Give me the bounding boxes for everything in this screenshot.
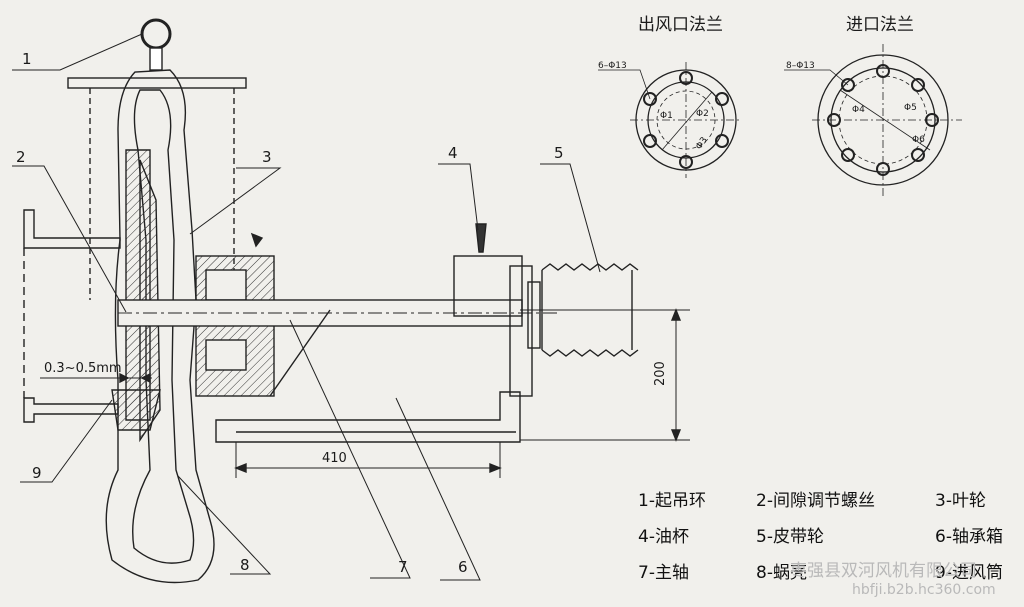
callout-4: 4	[448, 144, 458, 162]
inlet-flange	[784, 44, 962, 196]
callout-6: 6	[458, 558, 468, 576]
inlet-dim-4: Φ4	[852, 105, 865, 115]
legend-item-1: 1-起吊环	[638, 491, 706, 511]
length-dimension: 410	[322, 451, 347, 466]
legend-item-8: 8-蜗壳	[756, 563, 807, 583]
legend-item-4: 4-油杯	[638, 527, 689, 547]
legend-item-7: 7-主轴	[638, 563, 689, 583]
callout-3: 3	[262, 148, 272, 166]
outlet-flange-title: 出风口法兰	[638, 15, 723, 35]
inlet-hole-spec: 8–Φ13	[786, 61, 815, 71]
legend-item-2: 2-间隙调节螺丝	[756, 491, 875, 511]
watermark-company: 枣强县双河风机有限公司	[790, 561, 977, 581]
fan-casing	[23, 18, 690, 584]
oil-cup-housing	[453, 255, 523, 317]
watermark-site: hbfji.b2b.hc360.com	[852, 582, 996, 598]
lifting-ring	[140, 18, 172, 50]
height-dimension: 200	[653, 361, 668, 386]
callout-7: 7	[398, 558, 408, 576]
inlet-dim-5: Φ5	[904, 103, 917, 113]
leader-lines	[12, 33, 601, 581]
volute-outline	[105, 69, 215, 584]
gap-dimension: 0.3~0.5mm	[44, 361, 122, 376]
outlet-dim-2: Φ2	[696, 109, 709, 119]
callout-2: 2	[16, 148, 26, 166]
outlet-dim-3: Φ3	[694, 135, 710, 151]
callout-5: 5	[554, 144, 564, 162]
outlet-flange	[598, 62, 742, 178]
inlet-flange-title: 进口法兰	[846, 15, 914, 35]
inlet-dim-6: Φ6	[912, 135, 925, 145]
callout-labels: 1 2 3 4 5 6 7 8 9	[16, 50, 564, 576]
legend-item-6: 6-轴承箱	[935, 527, 1003, 547]
legend-item-9: 9-进风筒	[935, 563, 1003, 583]
oil-cup	[475, 223, 487, 253]
legend-item-3: 3-叶轮	[935, 491, 986, 511]
base-frame	[215, 391, 521, 443]
outlet-hole-spec: 6–Φ13	[598, 61, 627, 71]
outlet-dim-1: Φ1	[660, 111, 673, 121]
legend-item-5: 5-皮带轮	[756, 527, 824, 547]
callout-1: 1	[22, 50, 32, 68]
top-bracket	[67, 77, 247, 89]
callout-9: 9	[32, 464, 42, 482]
callout-8: 8	[240, 556, 250, 574]
